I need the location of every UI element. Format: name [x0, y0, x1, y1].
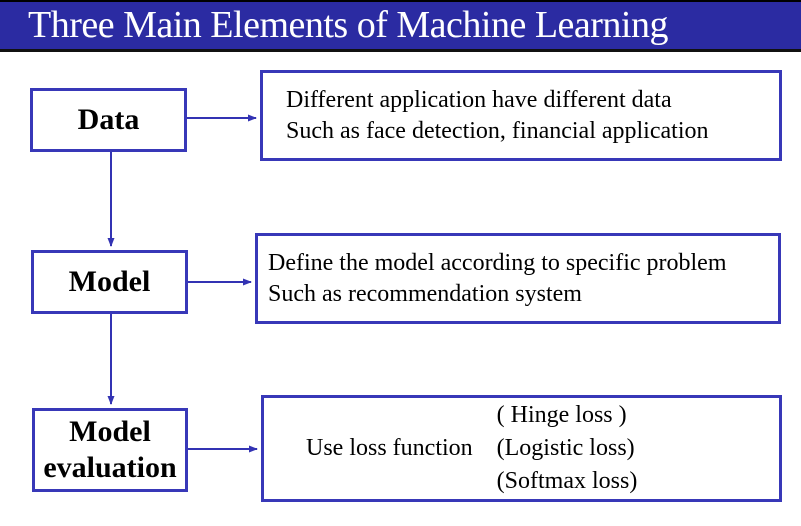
detail-box-data-line-1: Different application have different dat…	[286, 86, 672, 113]
detail-box-data-line-2: Such as face detection, financial applic…	[286, 117, 709, 144]
loss-item-hinge: ( Hinge loss )	[496, 402, 627, 428]
loss-item-logistic: (Logistic loss)	[496, 435, 635, 461]
loss-item-softmax: (Softmax loss)	[496, 468, 638, 494]
detail-box-evaluation: Use loss function ( Hinge loss ) (Logist…	[261, 395, 782, 502]
loss-function-list: ( Hinge loss ) (Logistic loss) (Softmax …	[497, 399, 638, 498]
flow-node-model-evaluation: Model evaluation	[32, 408, 188, 492]
flow-node-data-label: Data	[77, 103, 140, 136]
slide-title: Three Main Elements of Machine Learning	[28, 3, 668, 46]
flow-node-data: Data	[30, 88, 187, 152]
detail-box-model: Define the model according to specific p…	[255, 233, 781, 324]
loss-function-prefix: Use loss function	[306, 435, 473, 461]
detail-box-model-line-2: Such as recommendation system	[268, 280, 582, 307]
detail-box-model-line-1: Define the model according to specific p…	[268, 249, 727, 276]
flow-node-model-label: Model	[68, 265, 151, 298]
detail-box-data: Different application have different dat…	[260, 70, 782, 161]
title-bar: Three Main Elements of Machine Learning	[0, 0, 801, 52]
flow-node-model-evaluation-label: Model evaluation	[43, 415, 177, 484]
flow-node-model: Model	[31, 250, 188, 314]
